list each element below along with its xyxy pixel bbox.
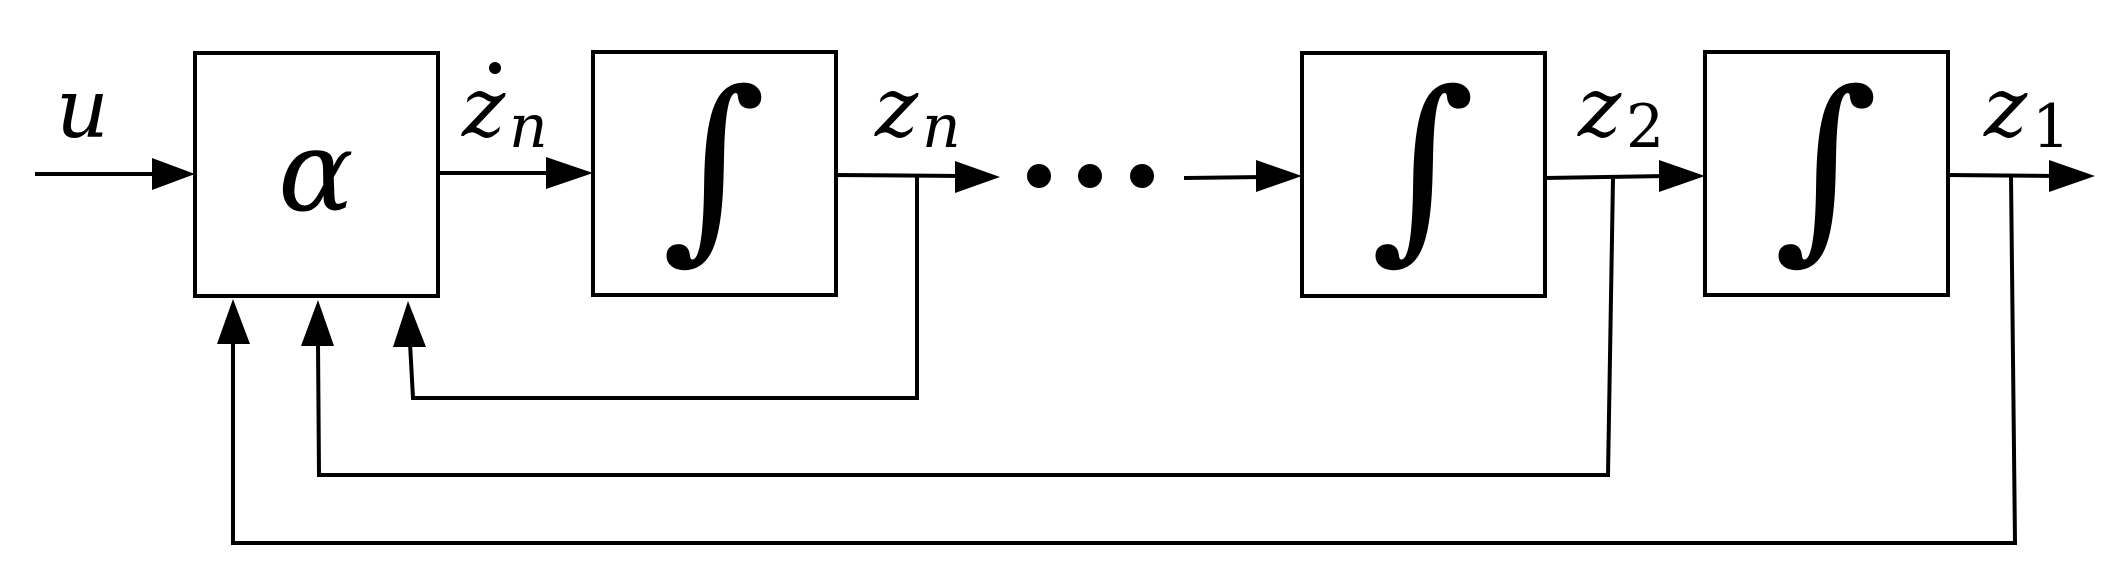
z3-input-line [1183,174,1265,181]
integral-symbol-2: ∫ [1371,49,1475,282]
zn-label: z n [874,61,961,162]
z2-output-line [1542,173,1668,181]
zn-dot-arrowhead [546,157,593,189]
controller-block [193,51,440,298]
input-label-u: u [56,62,109,157]
ellipsis-dot-1 [1027,164,1051,188]
zn-output-line [833,172,963,179]
ellipsis-dot-2 [1078,164,1102,188]
zn-dot-base: z [461,61,506,156]
z1-feedback-arrowhead [217,299,250,344]
z2-subscript: 2 [1626,92,1664,162]
z2-base: z [1577,61,1622,156]
z1-label: z 1 [1983,61,2070,162]
zn-base: z [874,61,919,156]
z2-label: z 2 [1577,61,1664,162]
z1-output-line [1945,172,2058,179]
integrator-block-2 [1300,51,1547,298]
z2-output-arrowhead [1659,160,1705,192]
z1-output-arrowhead [2049,160,2095,192]
zn-dot-subscript: n [509,92,548,162]
zn-feedback-line [407,174,919,400]
integral-symbol-n: ∫ [662,49,766,282]
zn-output-arrowhead [955,161,1000,193]
z1-subscript: 1 [2032,92,2070,162]
ellipsis-dot-3 [1130,164,1154,188]
zn-dot-label: z n [461,61,548,162]
z2-feedback-arrowhead [301,300,334,346]
z1-base: z [1983,61,2028,156]
z3-input-arrowhead [1256,160,1302,192]
zn-subscript: n [922,92,961,162]
zn-dot-derivative-mark [489,62,501,74]
controller-label: α [278,107,354,237]
integrator-block-n [591,50,838,297]
ellipsis-dots [1027,164,1154,188]
input-arrowhead [152,158,195,190]
integral-symbol-1: ∫ [1774,49,1878,282]
z1-feedback-line [231,173,2018,545]
z2-feedback-line [315,175,1616,477]
zn-feedback-arrowhead [393,301,426,347]
